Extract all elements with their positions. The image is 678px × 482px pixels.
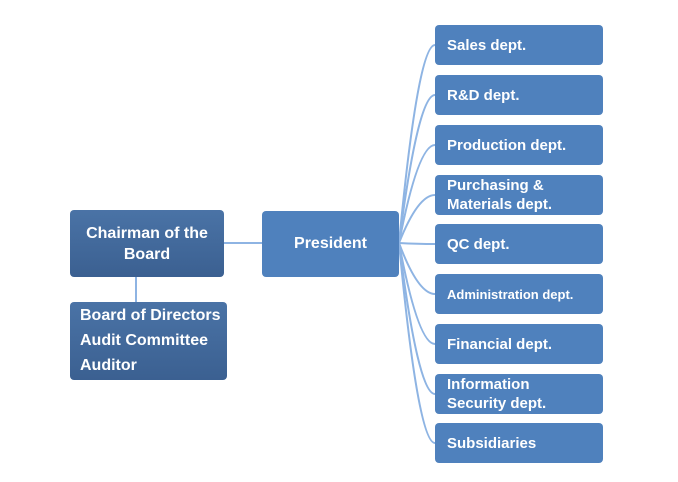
president-box: President <box>262 211 399 277</box>
department-connector <box>398 144 436 244</box>
board-item-audit-committee: Audit Committee <box>80 332 208 349</box>
department-connector <box>398 242 436 345</box>
dept-production: Production dept. <box>435 125 603 165</box>
board-item-directors: Board of Directors <box>80 307 221 324</box>
dept-label: Subsidiaries <box>447 434 537 452</box>
dept-administration: Administration dept. <box>435 274 603 314</box>
board-box: Board of Directors Audit Committee Audit… <box>70 302 227 380</box>
dept-sales: Sales dept. <box>435 25 603 65</box>
department-connector <box>398 242 436 295</box>
dept-label: Information Security dept. <box>447 376 547 412</box>
dept-label: Financial dept. <box>447 335 553 353</box>
department-connector <box>398 242 436 245</box>
dept-financial: Financial dept. <box>435 324 603 364</box>
department-connector <box>398 242 436 395</box>
board-item-auditor: Auditor <box>80 357 137 374</box>
president-label: President <box>294 235 367 252</box>
chairman-box: Chairman of the Board <box>70 210 224 277</box>
dept-subsidiaries: Subsidiaries <box>435 423 603 463</box>
dept-label: QC dept. <box>447 235 510 253</box>
dept-information-security: Information Security dept. <box>435 374 603 414</box>
dept-rnd: R&D dept. <box>435 75 603 115</box>
department-connector <box>398 44 436 244</box>
dept-qc: QC dept. <box>435 224 603 264</box>
department-connector <box>398 242 436 444</box>
department-connector <box>398 194 436 244</box>
dept-label: Sales dept. <box>447 36 527 54</box>
department-connector <box>398 94 436 244</box>
dept-label: Administration dept. <box>447 286 574 302</box>
dept-label: Production dept. <box>447 136 567 154</box>
chairman-label: Chairman of the Board <box>86 224 208 263</box>
dept-label: Purchasing & Materials dept. <box>447 177 553 213</box>
dept-purchasing: Purchasing & Materials dept. <box>435 175 603 215</box>
president-department-connectors <box>398 44 436 444</box>
dept-label: R&D dept. <box>447 86 520 104</box>
